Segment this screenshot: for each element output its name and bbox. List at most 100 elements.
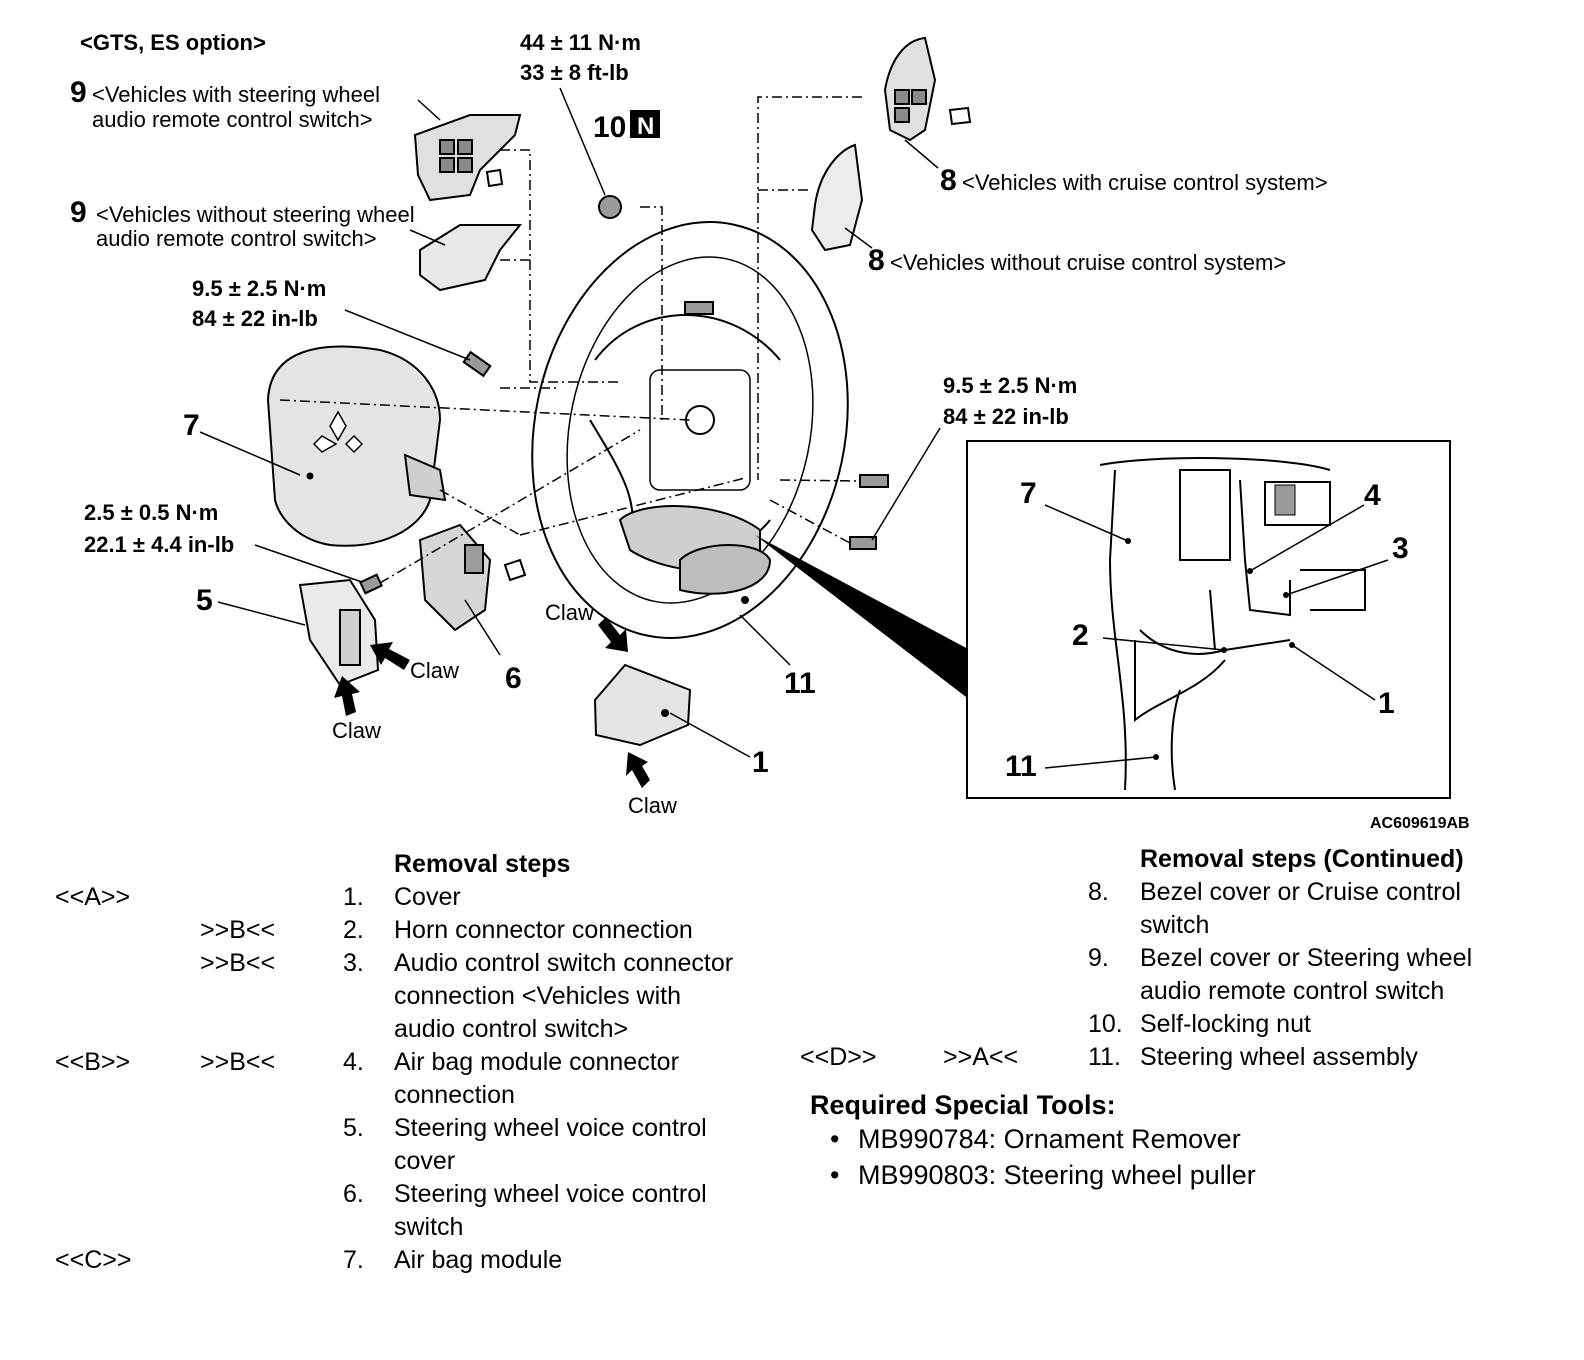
- step-4-ref-left: <<B>>: [55, 1048, 131, 1076]
- step-3-num: 3.: [343, 949, 364, 977]
- left-bolt-torque-nm: 9.5 ± 2.5 N·m: [192, 276, 326, 301]
- step-3-text-3: audio control switch>: [394, 1015, 629, 1043]
- step-4-num: 4.: [343, 1048, 364, 1076]
- bolt-left: [462, 350, 492, 378]
- bezel-8-with-cruise: [883, 36, 972, 142]
- step-2-ref-mid: >>B<<: [200, 916, 276, 944]
- step-10-text: Self-locking nut: [1140, 1010, 1311, 1038]
- claw-arrows: [334, 617, 650, 788]
- callout-9-without-switch-text-1: <Vehicles without steering wheel: [96, 202, 415, 227]
- step-3-ref-mid: >>B<<: [200, 949, 276, 977]
- callout-8-with-cruise: 8: [940, 164, 957, 197]
- bezel-9-without-switch: [419, 224, 523, 292]
- step-3-text-1: Audio control switch connector: [394, 949, 734, 977]
- right-bolt-torque-inlb: 84 ± 22 in-lb: [943, 404, 1069, 429]
- step-6-text-1: Steering wheel voice control: [394, 1180, 707, 1208]
- removal-steps-heading: Removal steps: [394, 850, 571, 878]
- inset-callout-3: 3: [1392, 532, 1409, 565]
- step-5-text-1: Steering wheel voice control: [394, 1114, 707, 1142]
- step-11-text: Steering wheel assembly: [1140, 1043, 1418, 1071]
- step-4-text-2: connection: [394, 1081, 515, 1109]
- inset-callout-11: 11: [1005, 750, 1037, 783]
- step-11-ref-left: <<D>>: [800, 1043, 877, 1071]
- step-4-ref-mid: >>B<<: [200, 1048, 276, 1076]
- screw: [358, 573, 384, 595]
- callout-5: 5: [196, 584, 213, 617]
- step-8-text-2: switch: [1140, 911, 1210, 939]
- bezel-8-without-cruise: [810, 143, 864, 252]
- step-5-num: 5.: [343, 1114, 364, 1142]
- callout-7: 7: [183, 409, 200, 442]
- voice-control-cover: [298, 578, 380, 687]
- arrow-cover-right-claw: [370, 642, 410, 670]
- arrow-bottom-claw: [626, 752, 650, 788]
- fasteners: [358, 195, 889, 595]
- air-bag-module: [266, 345, 447, 547]
- steering-wheel-exploded-diagram: <GTS, ES option> 44 ± 11 N·m 33 ± 8 ft-l…: [70, 30, 1451, 818]
- callout-1: 1: [752, 746, 769, 779]
- step-1-ref-left: <<A>>: [55, 883, 131, 911]
- screw-torque-inlb: 22.1 ± 4.4 in-lb: [84, 532, 234, 557]
- right-bolt-torque-nm: 9.5 ± 2.5 N·m: [943, 373, 1077, 398]
- step-7-ref-left: <<C>>: [55, 1246, 132, 1274]
- inset-callout-4: 4: [1364, 479, 1381, 512]
- step-2-num: 2.: [343, 916, 364, 944]
- step-9-text-2: audio remote control switch: [1140, 977, 1445, 1005]
- callout-8-without-cruise: 8: [868, 244, 885, 277]
- mitsubishi-logo-icon: [312, 410, 364, 454]
- bullet-icon: •: [830, 1124, 840, 1154]
- inset-callout-7: 7: [1020, 477, 1037, 510]
- step-7-text: Air bag module: [394, 1246, 563, 1274]
- special-tool-1: MB990784: Ornament Remover: [858, 1124, 1241, 1154]
- step-7-num: 7.: [343, 1246, 364, 1274]
- bolt-top: [684, 301, 714, 315]
- steering-wheel-assembly: [531, 221, 849, 639]
- leader-lines: [199, 87, 941, 758]
- step-1-num: 1.: [343, 883, 364, 911]
- bullet-icon: •: [830, 1160, 840, 1190]
- inset-pointer-wedge: [755, 535, 970, 700]
- callout-6: 6: [505, 662, 522, 695]
- self-locking-nut: [598, 195, 622, 219]
- bolt-right-lower: [849, 536, 877, 550]
- callout-9-without-switch-text-2: audio remote control switch>: [96, 226, 377, 251]
- callout-9-with-switch: 9: [70, 76, 87, 109]
- n-badge-box: [630, 110, 660, 138]
- callout-11: 11: [784, 667, 816, 700]
- inset-callout-2: 2: [1072, 619, 1089, 652]
- special-tool-item: • MB990784: Ornament Remover: [830, 1124, 1241, 1155]
- step-8-num: 8.: [1088, 878, 1109, 906]
- step-1-text: Cover: [394, 883, 461, 911]
- claw-label-bottom: Claw: [628, 793, 677, 818]
- step-2-text: Horn connector connection: [394, 916, 693, 944]
- removal-steps-continued-heading: Removal steps (Continued): [1140, 845, 1464, 873]
- claw-label-cover-right: Claw: [410, 658, 459, 683]
- inset-detail: 7 4 3 2 1 11: [966, 440, 1451, 799]
- claw-label-wheel: Claw: [545, 600, 594, 625]
- arrow-wheel-claw: [598, 617, 628, 652]
- claw-label-cover-bottom: Claw: [332, 718, 381, 743]
- step-11-ref-mid: >>A<<: [943, 1043, 1019, 1071]
- step-8-text-1: Bezel cover or Cruise control: [1140, 878, 1461, 906]
- step-9-text-1: Bezel cover or Steering wheel: [1140, 944, 1473, 972]
- step-9-num: 9.: [1088, 944, 1109, 972]
- step-5-text-2: cover: [394, 1147, 456, 1175]
- nut-torque-ftlb: 33 ± 8 ft-lb: [520, 60, 629, 85]
- n-badge-letter: N: [637, 113, 654, 140]
- callout-8-without-cruise-text: <Vehicles without cruise control system>: [890, 250, 1286, 275]
- step-10-num: 10.: [1088, 1010, 1123, 1038]
- step-6-text-2: switch: [394, 1213, 464, 1241]
- step-4-text-1: Air bag module connector: [394, 1048, 679, 1076]
- step-6-num: 6.: [343, 1180, 364, 1208]
- callout-9-with-switch-text-1: <Vehicles with steering wheel: [92, 82, 380, 107]
- inset-frame: [966, 440, 1451, 799]
- special-tools-title: Required Special Tools:: [810, 1090, 1116, 1120]
- bezel-9-with-switch: [413, 114, 522, 202]
- figure-id: AC609619AB: [1370, 815, 1470, 832]
- arrow-cover-bottom-claw: [334, 676, 360, 716]
- special-tool-2: MB990803: Steering wheel puller: [858, 1160, 1256, 1190]
- left-bolt-torque-inlb: 84 ± 22 in-lb: [192, 306, 318, 331]
- callout-9-without-switch: 9: [70, 196, 87, 229]
- inset-callout-1: 1: [1378, 687, 1395, 720]
- step-3-text-2: connection <Vehicles with: [394, 982, 681, 1010]
